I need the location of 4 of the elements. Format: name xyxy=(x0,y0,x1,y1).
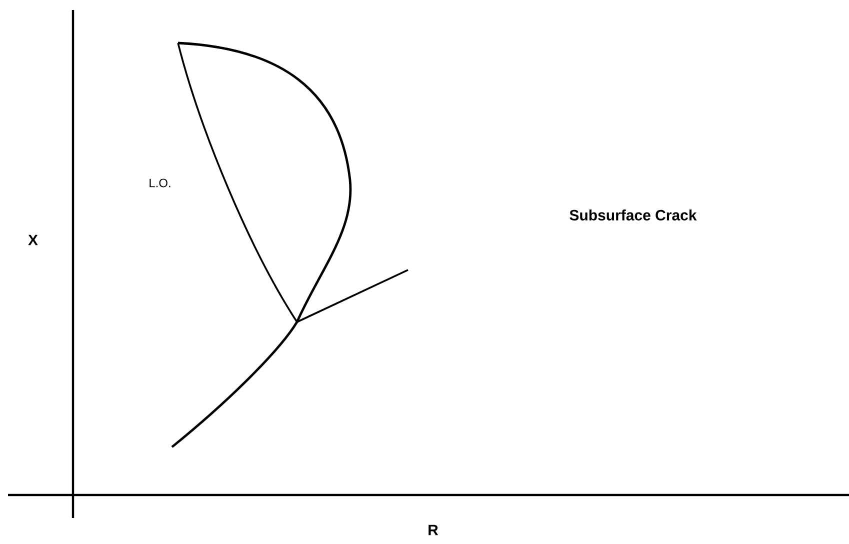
curve-label: L.O. xyxy=(150,178,170,188)
axis-label: R xyxy=(428,524,438,536)
region-label: Subsurface Crack xyxy=(570,210,697,220)
axis-label: X xyxy=(28,234,38,246)
